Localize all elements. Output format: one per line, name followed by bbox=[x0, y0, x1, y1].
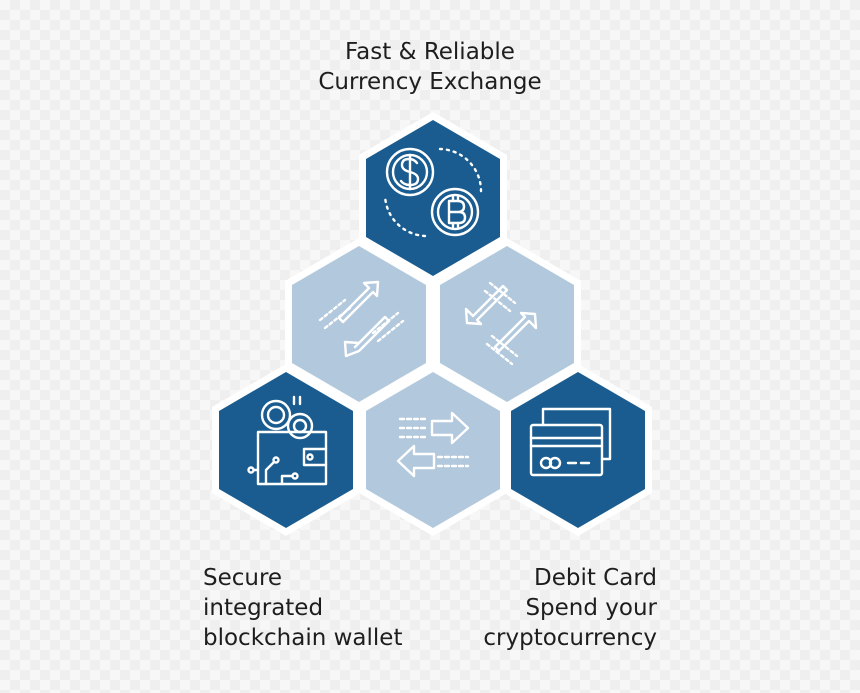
horizontal-arrows-icon bbox=[396, 411, 470, 478]
label-blockchain-wallet: Secure integrated blockchain wallet bbox=[203, 563, 402, 653]
label-currency-exchange: Fast & Reliable Currency Exchange bbox=[0, 37, 860, 97]
label-line: Spend your bbox=[525, 595, 657, 621]
label-line: blockchain wallet bbox=[203, 625, 403, 651]
label-line: Currency Exchange bbox=[318, 69, 542, 95]
dollar-bitcoin-coins-icon bbox=[383, 147, 483, 238]
hex-tile-arrows-up-right bbox=[433, 238, 581, 410]
label-line: Secure bbox=[203, 565, 283, 591]
label-line: Debit Card bbox=[534, 565, 657, 591]
label-line: Fast & Reliable bbox=[345, 39, 515, 65]
label-debit-card: Debit Card Spend your cryptocurrency bbox=[452, 563, 657, 653]
blockchain-wallet-icon bbox=[247, 395, 328, 486]
diagonal-arrows-icon bbox=[464, 281, 538, 366]
hex-tile-arrows-horizontal bbox=[359, 364, 507, 536]
hex-tile-debit-card bbox=[504, 364, 652, 536]
hex-tile-arrows-up-left bbox=[285, 238, 433, 410]
diagonal-arrows-icon bbox=[318, 280, 405, 358]
label-line: cryptocurrency bbox=[483, 625, 657, 651]
label-line: integrated bbox=[203, 595, 324, 621]
hex-tile-wallet bbox=[212, 364, 360, 536]
debit-card-icon bbox=[529, 407, 612, 477]
